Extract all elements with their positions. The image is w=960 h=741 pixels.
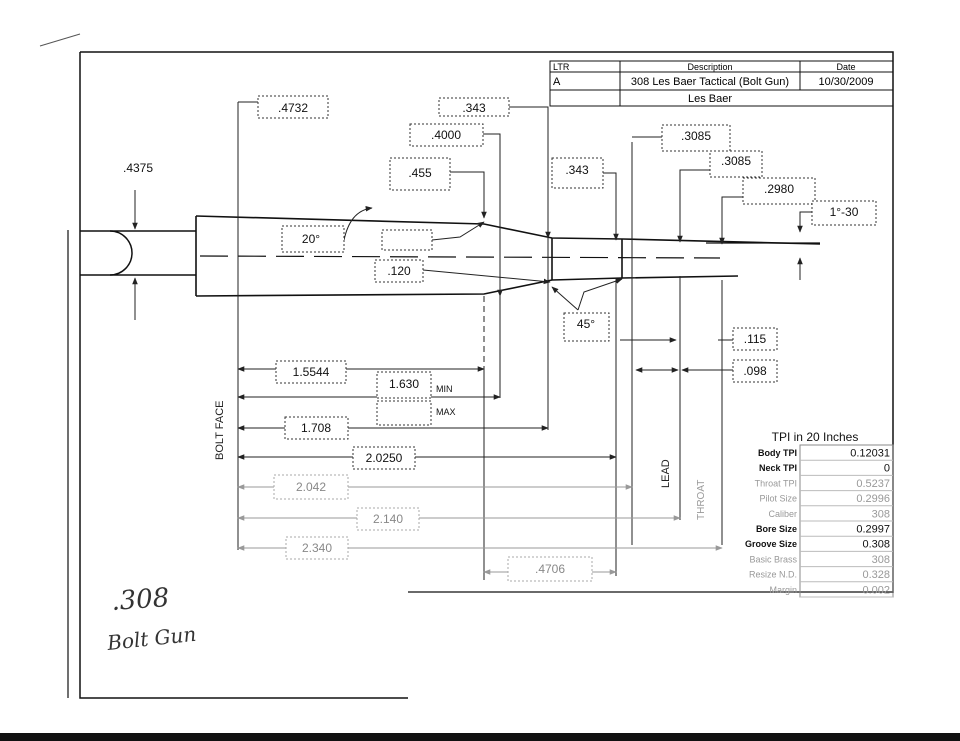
svg-text:1.5544: 1.5544 xyxy=(293,365,330,379)
svg-text:.343: .343 xyxy=(565,163,589,177)
tpi-row-value: 0.002 xyxy=(862,584,890,596)
drawing-border-left xyxy=(79,52,408,699)
svg-text:20°: 20° xyxy=(302,232,320,246)
dim-box-4706: .4706 xyxy=(507,556,593,582)
max-label: MAX xyxy=(436,407,456,417)
svg-text:.2980: .2980 xyxy=(764,182,794,196)
dim-box-098: .098 xyxy=(732,359,778,383)
dim-box-343-mid: .343 xyxy=(551,157,604,189)
tpi-row-label: Groove Size xyxy=(745,539,797,549)
tpi-row-label: Basic Brass xyxy=(749,554,797,564)
tpi-row-value: 0.12031 xyxy=(850,448,890,460)
tpi-row-label: Bore Size xyxy=(756,524,797,534)
date-value: 10/30/2009 xyxy=(818,76,873,88)
description-header: Description xyxy=(687,62,732,72)
svg-text:1°-30: 1°-30 xyxy=(830,205,859,219)
tpi-row-value: 0 xyxy=(884,463,890,475)
dim-box-3085-b: .3085 xyxy=(709,150,763,178)
tpi-row-value: 0.308 xyxy=(862,539,890,551)
svg-text:.4706: .4706 xyxy=(535,562,565,576)
tpi-row-label: Resize N.D. xyxy=(749,570,797,580)
dim-box-max-empty xyxy=(376,400,432,426)
ltr-header: LTR xyxy=(553,62,570,72)
dim-box-4732: .4732 xyxy=(257,95,329,119)
dim-box-1708: 1.708 xyxy=(284,416,349,440)
tpi-row-value: 0.2996 xyxy=(856,493,890,505)
tpi-row-label: Body TPI xyxy=(758,448,797,458)
dim-box-455: .455 xyxy=(389,157,451,191)
svg-text:.3085: .3085 xyxy=(721,154,751,168)
svg-text:.4000: .4000 xyxy=(431,128,461,142)
svg-text:2.0250: 2.0250 xyxy=(366,451,403,465)
description-value: 308 Les Baer Tactical (Bolt Gun) xyxy=(631,76,789,88)
svg-text:.115: .115 xyxy=(744,332,767,346)
svg-text:.120: .120 xyxy=(387,264,411,278)
handwritten-caliber: .308 xyxy=(110,583,170,617)
svg-text:1.708: 1.708 xyxy=(301,421,331,435)
dim-box-2340: 2.340 xyxy=(285,536,349,560)
leader-lines xyxy=(132,101,812,320)
tpi-row-label: Neck TPI xyxy=(759,463,797,473)
svg-text:2.140: 2.140 xyxy=(373,512,403,526)
svg-text:.3085: .3085 xyxy=(681,129,711,143)
maker-value: Les Baer xyxy=(688,93,732,105)
dim-box-4000: .4000 xyxy=(409,123,484,147)
dim-box-120: .120 xyxy=(374,259,424,283)
dim-box-2140: 2.140 xyxy=(356,507,420,531)
svg-text:.343: .343 xyxy=(462,101,486,115)
tpi-row-value: 0.328 xyxy=(862,569,890,581)
dim-box-3085-a: .3085 xyxy=(661,124,731,152)
svg-text:45°: 45° xyxy=(577,317,595,331)
svg-text:.455: .455 xyxy=(408,166,432,180)
lead-label: LEAD xyxy=(660,459,672,488)
dim-4375: .4375 xyxy=(123,161,153,175)
svg-text:1.630: 1.630 xyxy=(389,377,419,391)
tpi-row-value: 308 xyxy=(872,554,890,566)
dim-box-20250: 2.0250 xyxy=(352,446,416,470)
stray-mark xyxy=(39,33,81,47)
throat-label: THROAT xyxy=(696,480,707,520)
extension-lines xyxy=(237,102,723,580)
drawing-border-top-right xyxy=(80,51,894,593)
tpi-row-label: Margin xyxy=(769,585,797,595)
svg-text:.098: .098 xyxy=(743,364,767,378)
handwritten-bolt-gun: Bolt Gun xyxy=(105,622,197,655)
bolt-head xyxy=(80,230,196,276)
tpi-row-value: 308 xyxy=(872,508,890,520)
dim-box-115: .115 xyxy=(732,327,778,351)
dim-box-15544: 1.5544 xyxy=(275,360,347,384)
tpi-row-label: Throat TPI xyxy=(755,478,797,488)
dim-box-45deg: 45° xyxy=(563,312,610,342)
ltr-value: A xyxy=(553,76,561,88)
tpi-row-label: Caliber xyxy=(768,509,797,519)
tpi-row-label: Pilot Size xyxy=(759,494,797,504)
title-block: LTR Description Date A 308 Les Baer Tact… xyxy=(549,60,894,107)
chamber-profile xyxy=(195,215,821,297)
dim-box-empty-angle xyxy=(381,229,433,251)
date-header: Date xyxy=(836,62,855,72)
dim-box-2042: 2.042 xyxy=(273,474,349,500)
dim-box-1-30: 1°-30 xyxy=(811,200,877,226)
tpi-row-value: 0.2997 xyxy=(856,524,890,536)
dim-box-343-top: .343 xyxy=(438,97,510,117)
tpi-table-title: TPI in 20 Inches xyxy=(772,430,859,444)
min-label: MIN xyxy=(436,384,453,394)
dim-box-2980: .2980 xyxy=(742,177,816,205)
centerline xyxy=(199,255,721,259)
dim-box-20deg: 20° xyxy=(281,225,345,253)
svg-text:2.340: 2.340 xyxy=(302,541,332,555)
dim-box-1630: 1.630 xyxy=(376,371,432,399)
tpi-row-value: 0.5237 xyxy=(856,478,890,490)
svg-text:.4732: .4732 xyxy=(278,101,308,115)
bolt-face-label: BOLT FACE xyxy=(214,400,226,460)
scan-bottom-bar xyxy=(0,733,960,741)
svg-text:2.042: 2.042 xyxy=(296,480,326,494)
